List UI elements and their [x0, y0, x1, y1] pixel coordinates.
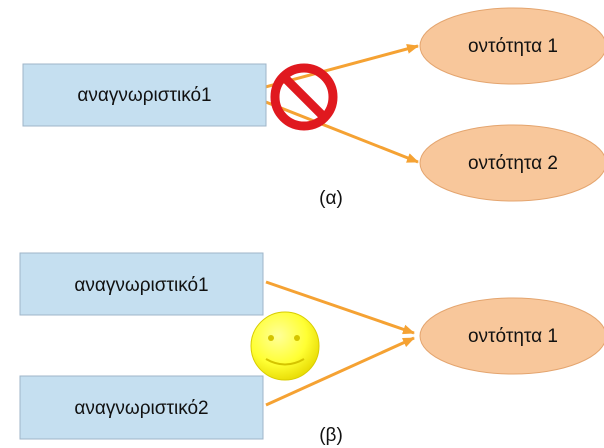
entity-label-a1: οντότητα 1 [468, 36, 558, 57]
caption-b: (β) [319, 425, 343, 446]
identifier-label-b1: αναγνωριστικό1 [74, 275, 208, 296]
arrow-b1-to-entity [265, 280, 415, 335]
entity-ellipse-a1 [419, 7, 604, 85]
smiley-face-icon [250, 311, 320, 381]
diagram-a: αναγνωριστικό1 οντότητα 1 οντότητα 2 (α) [22, 7, 604, 209]
entity-label-b: οντότητα 1 [468, 326, 558, 347]
identifier-label-b2: αναγνωριστικό2 [74, 398, 208, 419]
arrow-a-to-entity1 [242, 44, 419, 95]
entity-label-a2: οντότητα 2 [468, 153, 558, 174]
diagram-b: αναγνωριστικό1 αναγνωριστικό2 οντότητα 1… [19, 252, 604, 446]
identifier-label-a: αναγνωριστικό1 [77, 85, 211, 106]
no-entry-icon [270, 63, 338, 131]
entity-ellipse-a2 [419, 124, 604, 202]
caption-a: (α) [319, 188, 343, 209]
entity-ellipse-b [419, 297, 604, 375]
identifier-box-b2 [19, 375, 264, 440]
arrow-b2-to-entity [265, 336, 415, 407]
identifier-box-b1 [19, 252, 264, 316]
identifier-box-a [22, 63, 267, 127]
